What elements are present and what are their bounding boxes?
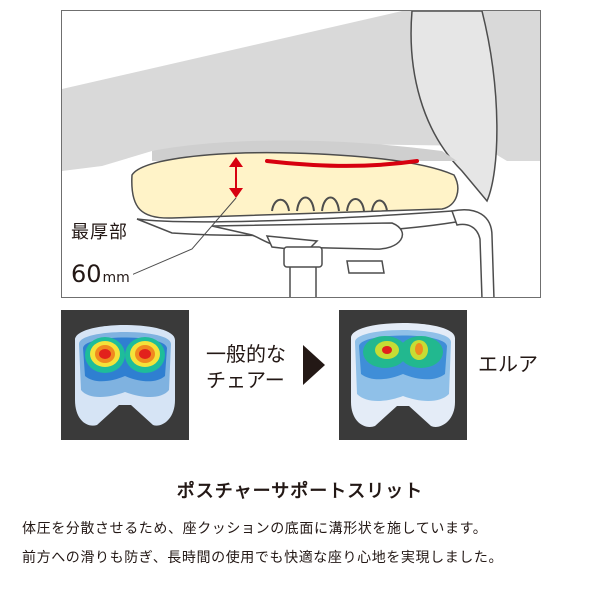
feature-description: 体圧を分散させるため、座クッションの底面に溝形状を施しています。 前方への滑りも… (22, 515, 592, 573)
seat-grooves (271, 196, 388, 212)
leader-line (121, 197, 237, 280)
comparison-arrow-icon (303, 345, 325, 385)
general-chair-label-line1: 一般的な (206, 342, 286, 366)
thickness-arrow-down (229, 188, 243, 198)
seat-mechanism (211, 222, 404, 250)
thickest-part-label: 最厚部 (68, 222, 131, 244)
pressure-map-general-chair (61, 310, 189, 440)
thickness-arrow-up (229, 157, 243, 167)
backrest (410, 11, 498, 203)
seat-cross-section-illustration (61, 10, 541, 298)
feature-title: ポスチャーサポートスリット (176, 481, 424, 502)
elua-chair-label: エルア (478, 352, 538, 376)
general-chair-label-line2: チェアー (206, 368, 285, 392)
pressure-map-elua-chair (339, 310, 467, 440)
feature-description-line2: 前方への滑りも防ぎ、長時間の使用でも快適な座り心地を実現しました。 (22, 550, 504, 566)
thickness-unit: mm (102, 270, 130, 286)
back-support-arm (451, 209, 495, 297)
feature-description-line1: 体圧を分散させるため、座クッションの底面に溝形状を施しています。 (22, 521, 488, 537)
thickness-number: 60 (71, 260, 102, 288)
pressure-map-elua-svg (351, 323, 455, 427)
tension-knob (346, 260, 385, 274)
thickness-value: 60mm (68, 260, 133, 292)
seat-illustration-svg (62, 11, 540, 297)
gas-cylinder-top (283, 246, 323, 268)
general-chair-label: 一般的な チェアー (206, 341, 286, 393)
pressure-map-general-svg (75, 325, 175, 426)
pressure-red-line (265, 159, 419, 168)
